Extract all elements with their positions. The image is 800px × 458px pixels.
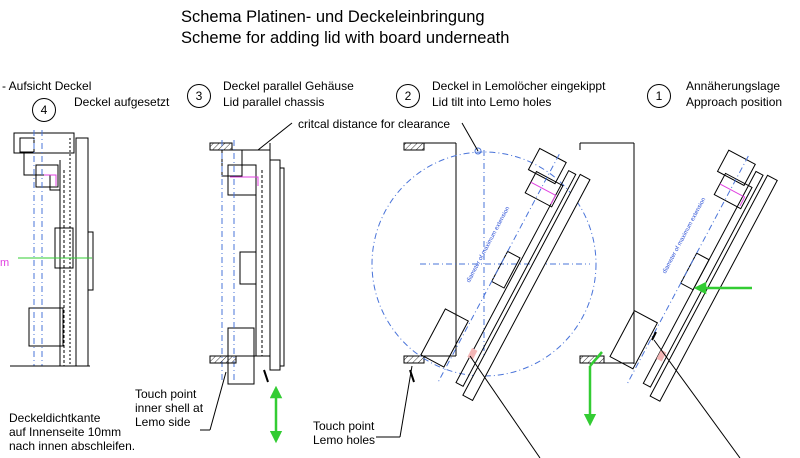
step-4-drawing: [10, 130, 94, 367]
title-en: Scheme for adding lid with board underne…: [181, 29, 510, 47]
seal-note-line1: Deckeldichtkante: [9, 411, 101, 425]
step-2-label-de: Deckel in Lemolöcher eingekippt: [432, 79, 606, 93]
seal-note-line2: auf Innenseite 10mm: [9, 425, 122, 439]
touch-inner-line1: Touch point: [135, 387, 197, 401]
step-1-number: 1: [647, 84, 671, 108]
seal-note-line3: nach innen abschleifen.: [9, 439, 136, 453]
step-2-drawing: [371, 122, 597, 458]
title-de: Schema Platinen- und Deckeleinbringung: [181, 8, 485, 26]
top-view-label: - Aufsicht Deckel: [2, 79, 92, 93]
step-4-label-de: Deckel aufgesetzt: [74, 95, 170, 109]
touch-inner-line2: inner shell at: [135, 401, 204, 415]
step-2-label-en: Lid tilt into Lemo holes: [432, 95, 552, 109]
critical-distance-label: critcal distance for clearance: [298, 117, 451, 131]
touch-lemo-line2: Lemo holes: [313, 433, 376, 447]
step-3-label-en: Lid parallel chassis: [223, 95, 325, 109]
left-edge-fragment: m: [0, 257, 10, 269]
step-4-number: 4: [32, 98, 56, 122]
step-3-number: 3: [187, 84, 211, 108]
step-3-label-de: Deckel parallel Gehäuse: [223, 79, 354, 93]
touch-lemo-line1: Touch point: [313, 419, 375, 433]
step-1-drawing: [579, 142, 778, 458]
step-1-label-de: Annäherungslage: [686, 79, 781, 93]
step-3-drawing: [200, 122, 293, 444]
step-1-label-en: Approach position: [686, 95, 783, 109]
step-2-number: 2: [396, 84, 420, 108]
touch-inner-line3: Lemo side: [135, 415, 191, 429]
